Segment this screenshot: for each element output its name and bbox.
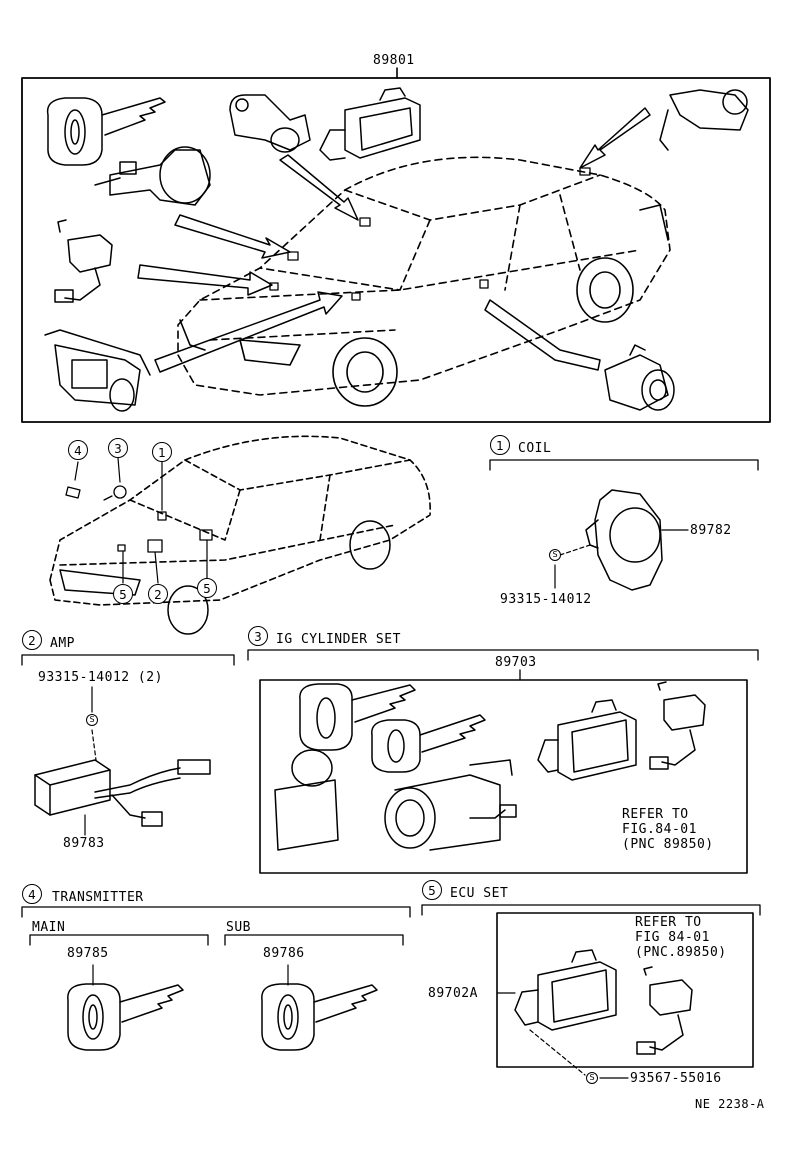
coil-screw-number: 93315-14012	[500, 592, 592, 607]
transmitter-section-number: 4	[22, 884, 42, 904]
ig-title: IG CYLINDER SET	[276, 632, 401, 647]
callout-4: 4	[68, 440, 88, 460]
amp-section-number: 2	[22, 630, 42, 650]
coil-part-number: 89782	[690, 523, 732, 538]
coil-screw-mark: S	[549, 549, 561, 561]
transmitter-sub-label: SUB	[226, 920, 251, 935]
figure-code: NE 2238-A	[695, 1097, 765, 1111]
overview-frame	[21, 77, 771, 423]
transmitter-main-label: MAIN	[32, 920, 66, 935]
amp-part-number: 89783	[63, 836, 105, 851]
ecu-part-number: 89702A	[428, 986, 478, 1001]
amp-title: AMP	[50, 636, 75, 651]
ig-refer-line-3: (PNC 89850)	[622, 837, 714, 852]
callout-3: 3	[108, 438, 128, 458]
ecu-section-number: 5	[422, 880, 442, 900]
ecu-title: ECU SET	[450, 886, 509, 901]
ecu-refer-line-2: FIG 84-01	[635, 930, 710, 945]
transmitter-main-part: 89785	[67, 946, 109, 961]
amp-screw-mark: S	[86, 714, 98, 726]
ig-refer-line-1: REFER TO	[622, 807, 689, 822]
callout-1: 1	[152, 442, 172, 462]
ecu-screw-mark: S	[586, 1072, 598, 1084]
transmitter-keys	[67, 964, 378, 1051]
ig-refer-line-2: FIG.84-01	[622, 822, 697, 837]
car-callout-2: 2	[148, 584, 168, 604]
car-callout-5b: 5	[197, 578, 217, 598]
ig-part-number: 89703	[495, 655, 537, 670]
top-part-number: 89801	[373, 53, 415, 68]
coil-title: COIL	[518, 441, 552, 456]
transmitter-title: TRANSMITTER	[52, 890, 144, 905]
ecu-refer-line-3: (PNC.89850)	[635, 945, 727, 960]
transmitter-sub-part: 89786	[263, 946, 305, 961]
overview-car	[177, 156, 671, 396]
amp-screw-number: 93315-14012 (2)	[38, 670, 163, 685]
ig-set-frame	[259, 679, 748, 874]
top-key	[46, 97, 166, 166]
ecu-refer-line-1: REFER TO	[635, 915, 702, 930]
section-brackets	[21, 459, 761, 946]
ig-section-number: 3	[248, 626, 268, 646]
location-car	[49, 435, 431, 606]
ecu-screw-number: 93567-55016	[630, 1071, 722, 1086]
coil-section-number: 1	[490, 435, 510, 455]
ecu-set-frame	[496, 912, 754, 1068]
car-callout-5a: 5	[113, 584, 133, 604]
